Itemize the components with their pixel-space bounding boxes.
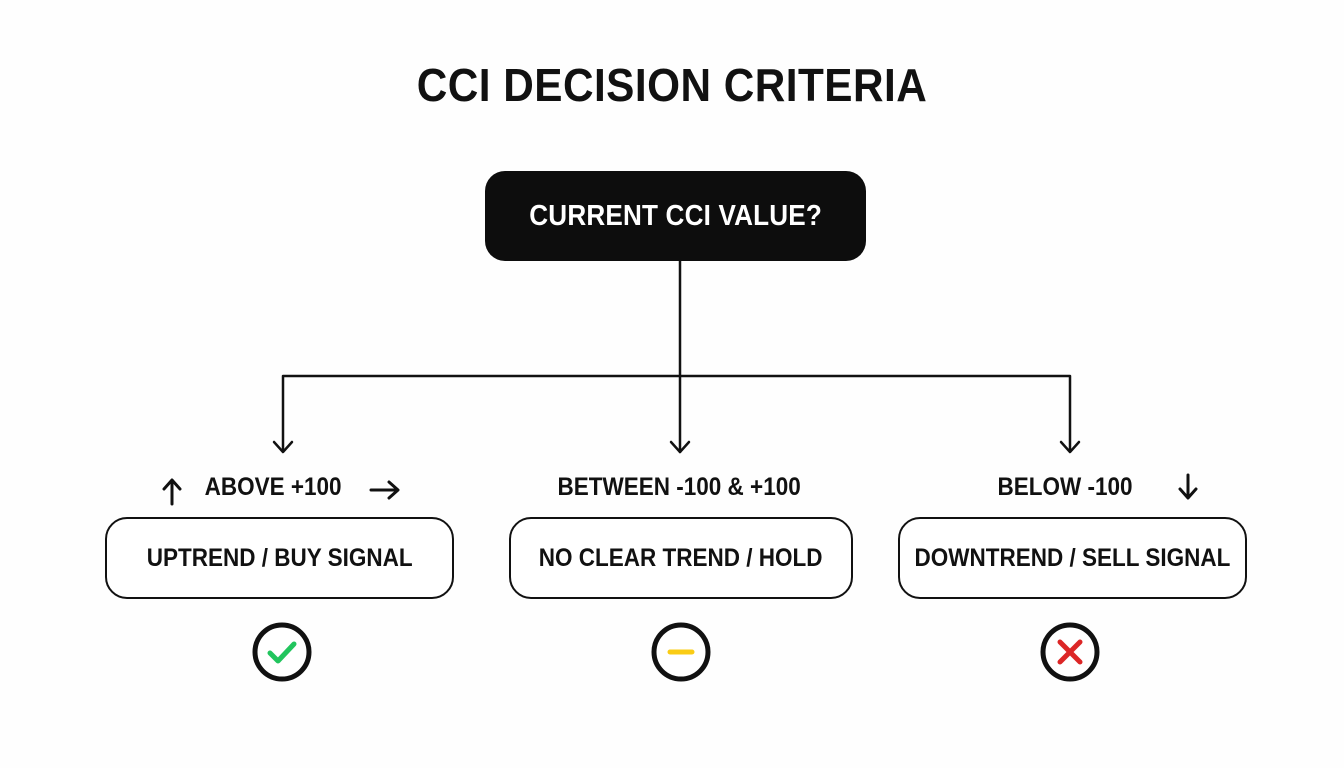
branch-bar-line [281,374,1072,451]
outcome-text: UPTREND / BUY SIGNAL [146,543,413,572]
arrow-right-icon [369,480,400,500]
diagram-title: CCI DECISION CRITERIA [416,59,928,111]
outcome-box-sell: DOWNTREND / SELL SIGNAL [898,517,1247,599]
condition-text: BELOW -100 [997,472,1133,501]
outcome-box-hold: NO CLEAR TREND / HOLD [509,517,853,599]
arrow-up-icon [162,478,182,506]
outcome-text: DOWNTREND / SELL SIGNAL [914,543,1231,572]
outcome-box-buy: UPTREND / BUY SIGNAL [105,517,454,599]
condition-label-below: BELOW -100 [990,470,1140,504]
arrowhead-left [272,440,294,454]
x-icon [1040,622,1100,682]
arrowhead-middle [669,440,691,454]
condition-text: ABOVE +100 [204,472,342,501]
minus-icon [651,622,711,682]
root-question-label: CURRENT CCI VALUE? [529,199,822,232]
arrowhead-right [1059,440,1081,454]
condition-text: BETWEEN -100 & +100 [557,472,801,501]
check-icon [252,622,312,682]
root-question-node: CURRENT CCI VALUE? [485,171,866,261]
outcome-text: NO CLEAR TREND / HOLD [539,543,823,572]
condition-label-between: BETWEEN -100 & +100 [540,470,818,504]
condition-label-above: ABOVE +100 [198,470,348,504]
arrow-down-icon [1178,473,1198,500]
